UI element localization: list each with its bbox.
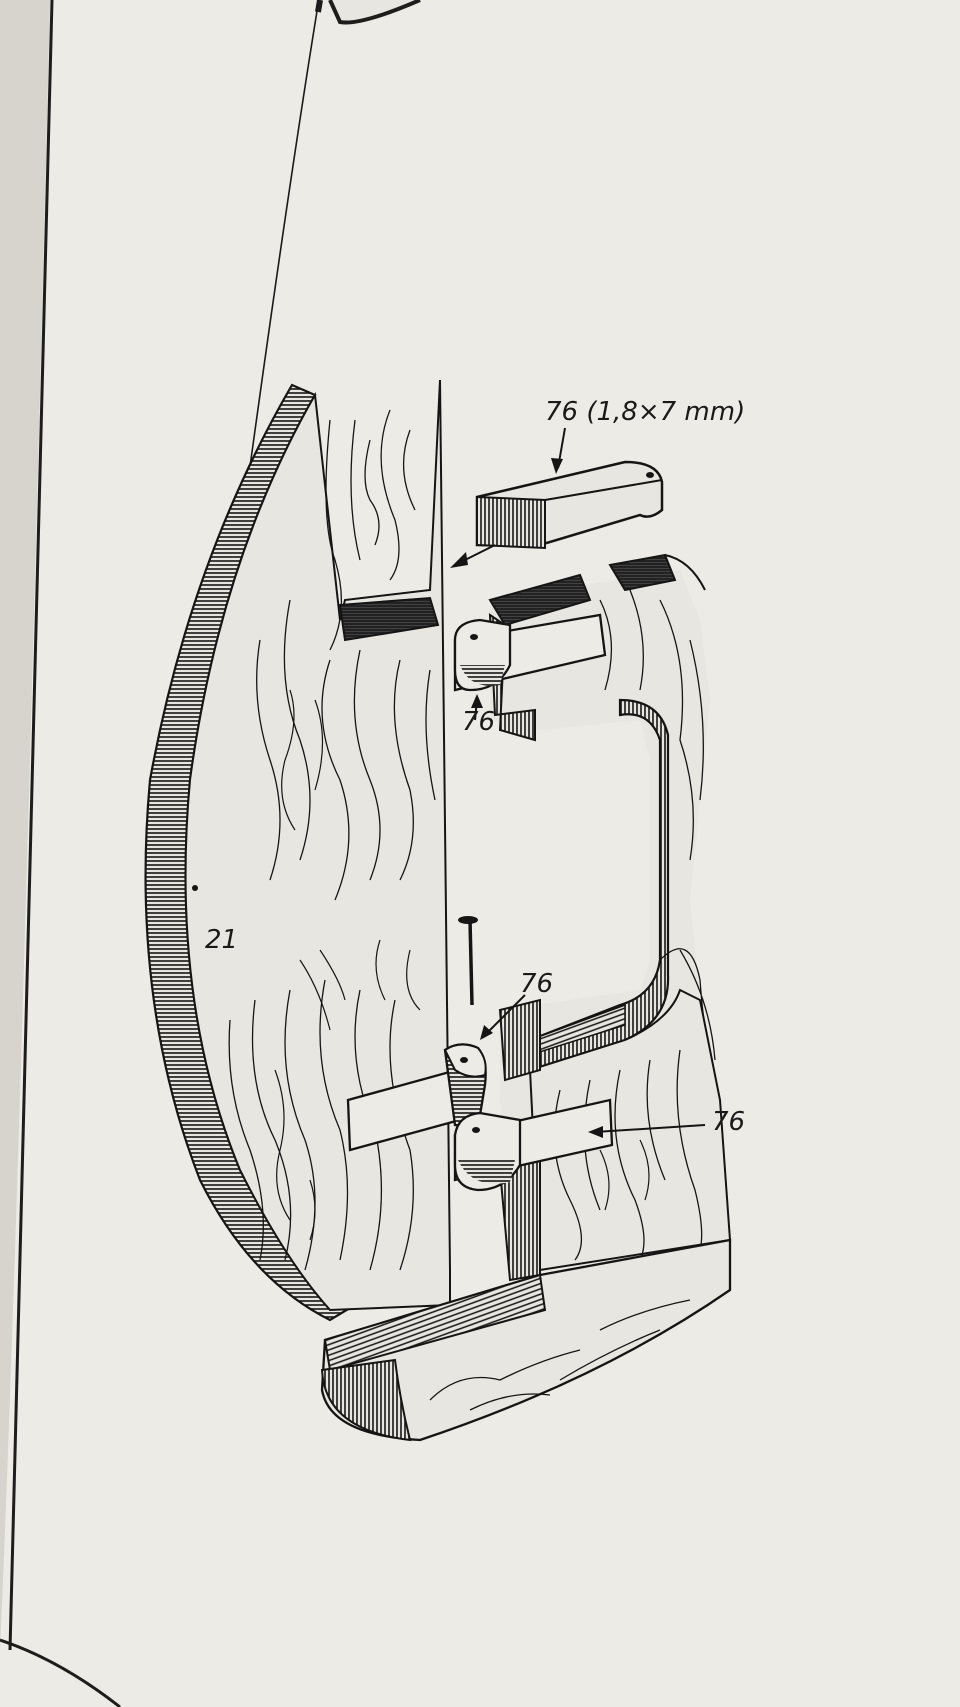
insert-arrow [450, 544, 496, 568]
stern-post [184, 379, 451, 1312]
label-part-76-lower: 76 [712, 1107, 745, 1137]
keel-block [320, 1238, 732, 1442]
label-part-21: 21 [205, 925, 238, 955]
lower-pintle-76 [453, 1098, 614, 1192]
loose-strap-76 [475, 460, 664, 550]
hinge-pin [458, 916, 478, 1006]
upper-pintle-76 [453, 613, 607, 692]
leader-lines [192, 427, 706, 1138]
label-part-76-dimensions: 76 (1,8×7 mm) [545, 397, 745, 427]
label-part-76-upper: 76 [462, 707, 495, 737]
label-part-76-gudgeon: 76 [520, 969, 553, 999]
gudgeon-76 [346, 1043, 487, 1152]
